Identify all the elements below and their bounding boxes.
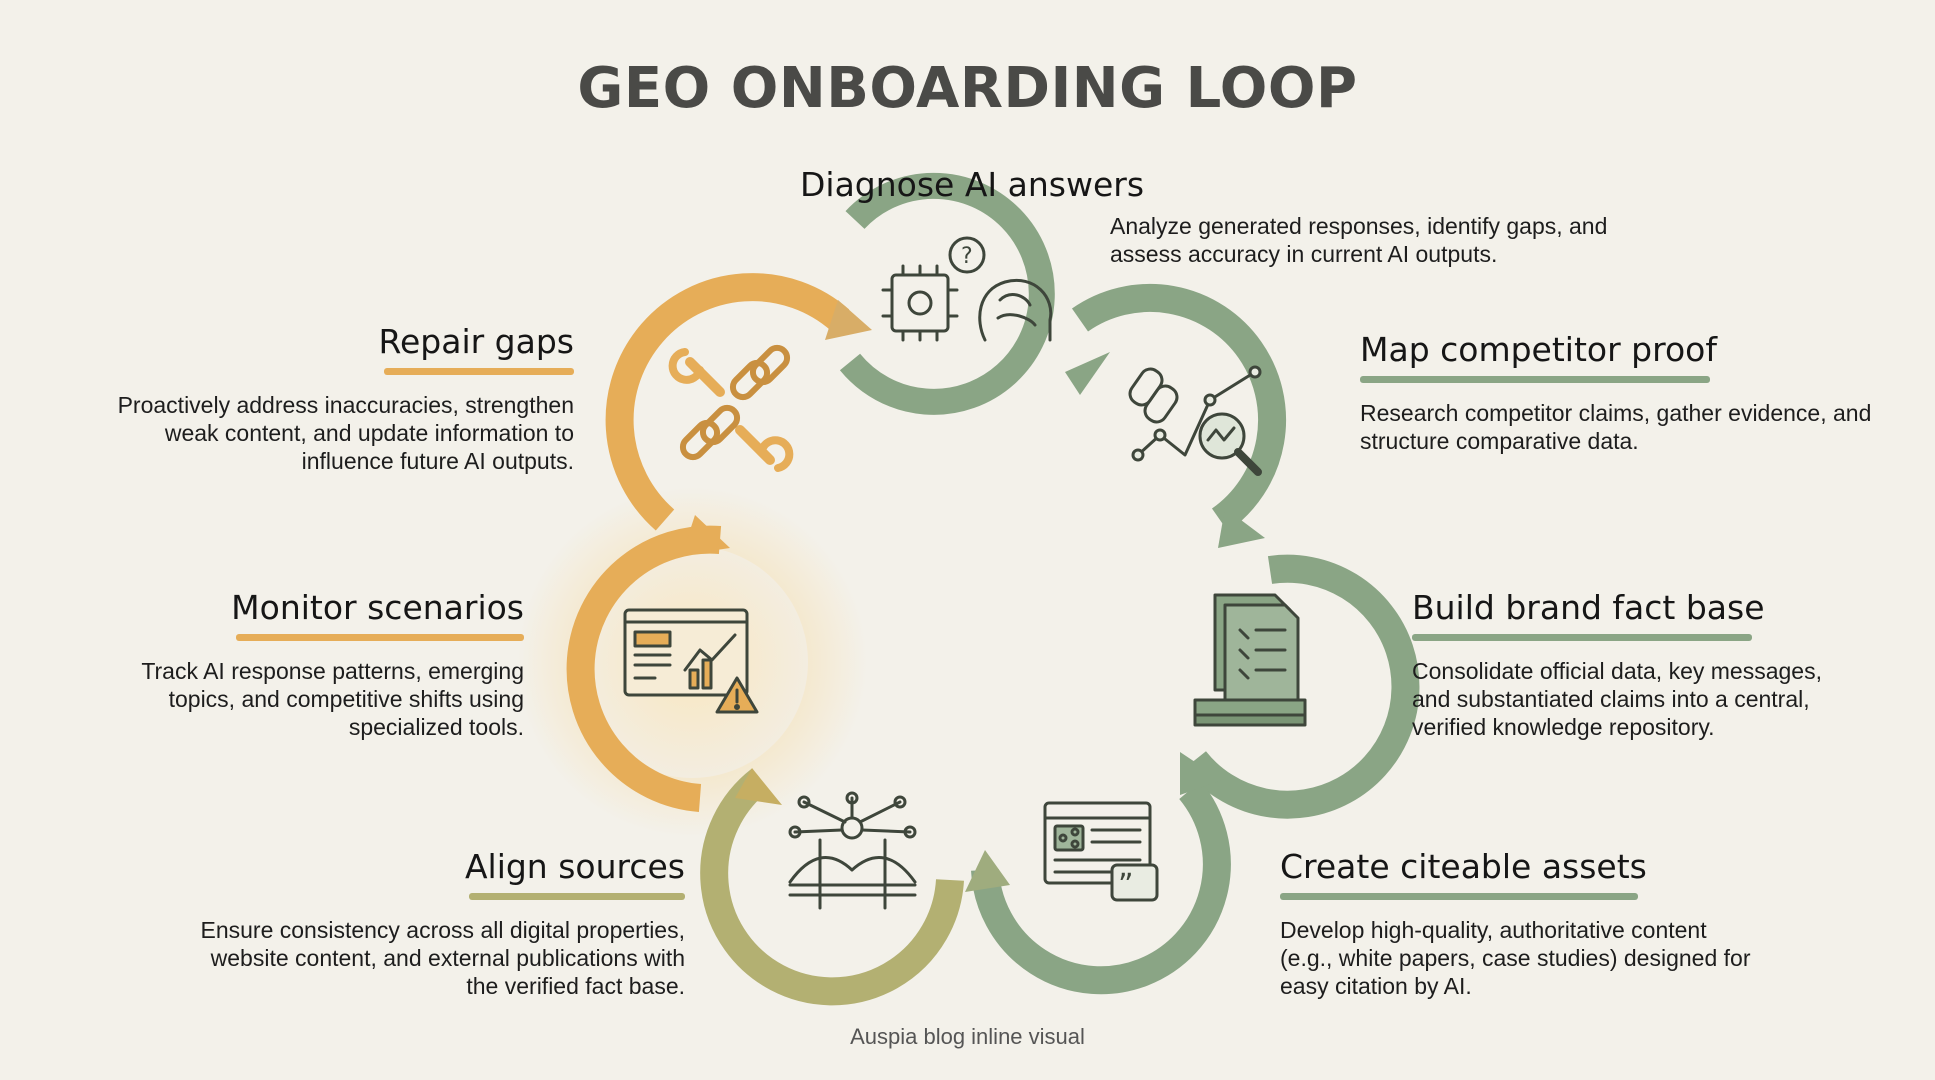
loop-arrowheads xyxy=(682,300,1265,892)
arrowhead-to-diagnose xyxy=(825,300,872,340)
step-underline xyxy=(1360,376,1710,383)
ring-build-fact-base xyxy=(1184,554,1420,819)
step-diagnose-desc: Analyze generated responses, identify ga… xyxy=(1110,212,1670,268)
step-create-assets: Create citeable assets Develop high-qual… xyxy=(1280,847,1760,1000)
ring-repair xyxy=(605,273,850,531)
page-title: GEO ONBOARDING LOOP xyxy=(577,56,1358,121)
step-description: Track AI response patterns, emerging top… xyxy=(141,658,524,740)
step-underline xyxy=(1412,634,1752,641)
step-description: Consolidate official data, key messages,… xyxy=(1412,658,1822,740)
svg-text:?: ? xyxy=(961,244,973,269)
ring-diagnose xyxy=(839,172,1055,415)
step-title: Monitor scenarios xyxy=(231,588,524,627)
step-underline xyxy=(384,368,574,375)
step-title: Build brand fact base xyxy=(1412,588,1765,627)
arrowhead-to-build xyxy=(1218,508,1265,548)
ring-align-sources xyxy=(700,768,964,1006)
step-repair-gaps: Repair gaps Proactively address inaccura… xyxy=(100,322,574,475)
step-description: Proactively address inaccuracies, streng… xyxy=(117,392,574,474)
arrowhead-to-align xyxy=(965,850,1010,892)
arrowhead-to-repair xyxy=(682,515,730,555)
arrowhead-to-map xyxy=(1065,352,1110,395)
step-title: Repair gaps xyxy=(378,322,574,361)
step-diagnose: Diagnose AI answers xyxy=(800,165,1400,205)
arrowhead-to-monitor xyxy=(735,768,782,805)
step-description: Develop high-quality, authoritative cont… xyxy=(1280,917,1751,999)
step-description: Ensure consistency across all digital pr… xyxy=(200,917,685,999)
ring-create-assets xyxy=(971,781,1231,995)
step-align-sources: Align sources Ensure consistency across … xyxy=(200,847,685,1000)
step-build-fact-base: Build brand fact base Consolidate offici… xyxy=(1412,588,1832,741)
dashboard-warning-icon xyxy=(623,608,759,714)
arrowhead-to-create xyxy=(1180,752,1222,795)
chart-link-magnifier-icon xyxy=(1128,365,1262,476)
step-description: Analyze generated responses, identify ga… xyxy=(1110,213,1608,267)
step-title: Map competitor proof xyxy=(1360,330,1717,369)
svg-text:”: ” xyxy=(1118,868,1134,903)
document-stack-icon xyxy=(1193,593,1307,727)
step-monitor-scenarios: Monitor scenarios Track AI response patt… xyxy=(140,588,524,741)
step-title: Create citeable assets xyxy=(1280,847,1647,886)
step-underline xyxy=(469,893,685,900)
step-map-competitor: Map competitor proof Research competitor… xyxy=(1360,330,1920,455)
step-underline xyxy=(1280,893,1638,900)
ai-chip-brain-icon: ? xyxy=(881,236,1053,342)
step-description: Research competitor claims, gather evide… xyxy=(1360,400,1872,454)
ring-monitor xyxy=(566,525,722,812)
step-underline xyxy=(236,634,524,641)
bridge-network-icon xyxy=(788,791,917,910)
step-title: Diagnose AI answers xyxy=(800,165,1145,204)
wrench-broken-chain-icon xyxy=(668,344,794,472)
footer-caption: Auspia blog inline visual xyxy=(850,1024,1085,1049)
ring-map-competitor xyxy=(1071,283,1287,532)
step-title: Align sources xyxy=(464,847,685,886)
share-document-quote-icon: ” xyxy=(1043,801,1159,903)
loop-rings xyxy=(566,172,1420,1006)
